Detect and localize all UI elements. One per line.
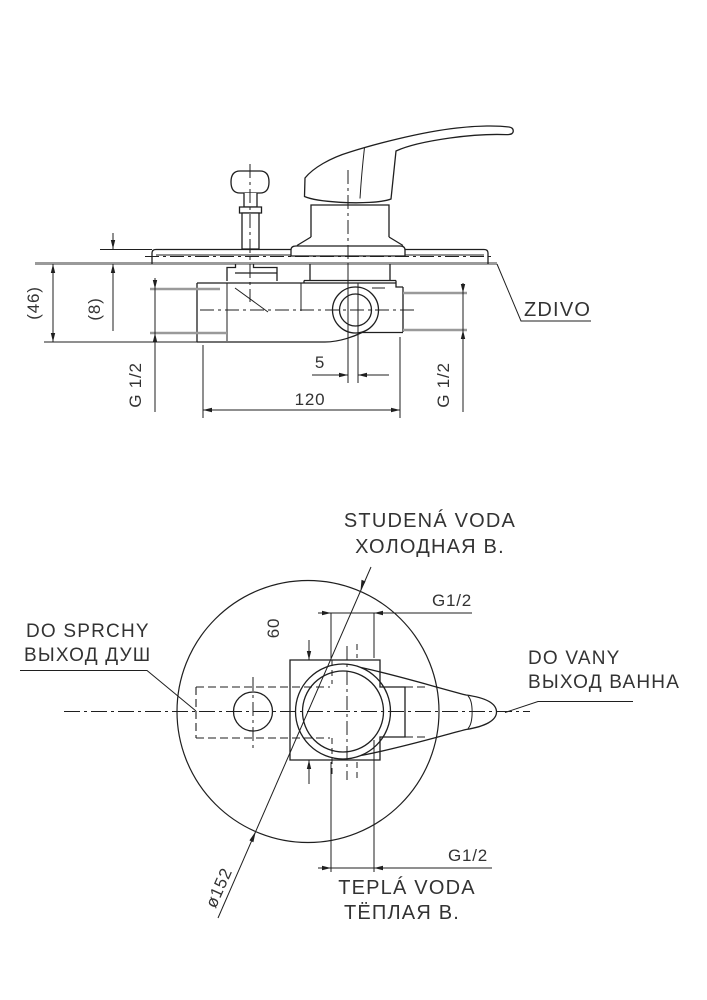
dim-thread-top-label: G1/2 [432,591,472,610]
shower-outlet-label-cs: DO SPRCHY [26,621,150,642]
cartridge-cylinder [311,205,389,237]
dim-recess-depth-label: (46) [24,286,43,319]
shower-outlet-label-ru: ВЫХОД ДУШ [24,645,151,666]
dimension-plate-offset [100,233,152,331]
front-view [35,126,591,418]
cold-water-label-cs: STUDENÁ VODA [344,509,516,532]
dimension-arrows [110,240,116,273]
dim-body-width-label: 120 [295,390,326,409]
lever-handle-crease-line [360,148,365,199]
dimension-spout-offset [312,264,389,383]
dim-plate-offset-label: (8) [85,297,104,320]
diameter-line [218,567,371,918]
port-lines-left [150,289,227,333]
dim-thread-right-label: G 1/2 [434,362,453,408]
lever-plan-outline [361,668,497,756]
hot-water-label-ru: ТЁПЛАЯ В. [344,902,460,924]
dimension-thread-top [318,610,472,658]
dimension-recess-depth [44,264,197,342]
front-view-texts: ZDIVO (46) (8) G 1/2 G 1/2 5 120 [24,286,591,409]
body-plan-outline [290,660,405,760]
plan-view-texts: STUDENÁ VODA ХОЛОДНАЯ В. DO SPRCHY ВЫХОД… [24,509,680,924]
dimension-plate-diameter [218,567,371,918]
dimension-thread-left [152,278,158,412]
cold-water-label-ru: ХОЛОДНАЯ В. [355,536,505,558]
dimension-body-width [203,337,400,418]
dimension-thread-bottom [318,740,492,872]
bath-outlet-label-cs: DO VANY [528,648,621,669]
wall-label: ZDIVO [524,299,591,321]
dim-spout-offset-label: 5 [315,353,325,372]
body-detail-lines [227,283,385,341]
port-lines-right [403,293,467,330]
valve-body [150,264,467,342]
dim-port-spacing-label: 60 [264,618,283,639]
hot-water-label-cs: TEPLÁ VODA [338,876,476,899]
bath-outlet-leader-line [505,702,633,713]
under-knob-bracket [227,264,277,281]
cartridge-inner-circle [303,671,384,752]
shower-port-inner-circle [340,294,372,326]
lever-handle [291,126,513,256]
dim-thread-bottom-label: G1/2 [448,846,488,865]
dim-thread-left-label: G 1/2 [126,362,145,408]
dimension-port-spacing [306,640,312,784]
dimension-thread-right [460,283,466,412]
lever-plan-endcap-line [468,696,472,729]
body-outline [197,283,403,342]
front-view-dimensions [44,233,466,418]
cartridge-flare [297,237,403,246]
zdivo-leader-line [497,264,591,321]
cartridge-outer-circle [296,664,391,759]
dimension-arrows [339,372,367,378]
plan-view [20,567,633,918]
under-plate-cartridge [304,264,396,283]
hidden-body-rect [196,687,428,738]
lever-handle-outline [305,126,514,203]
diverter-knob-stem [242,213,259,249]
dimension-arrows [50,264,56,342]
bath-outlet-label-ru: ВЫХОД ВАННА [528,672,680,693]
shower-outlet-leader-line [20,671,196,712]
